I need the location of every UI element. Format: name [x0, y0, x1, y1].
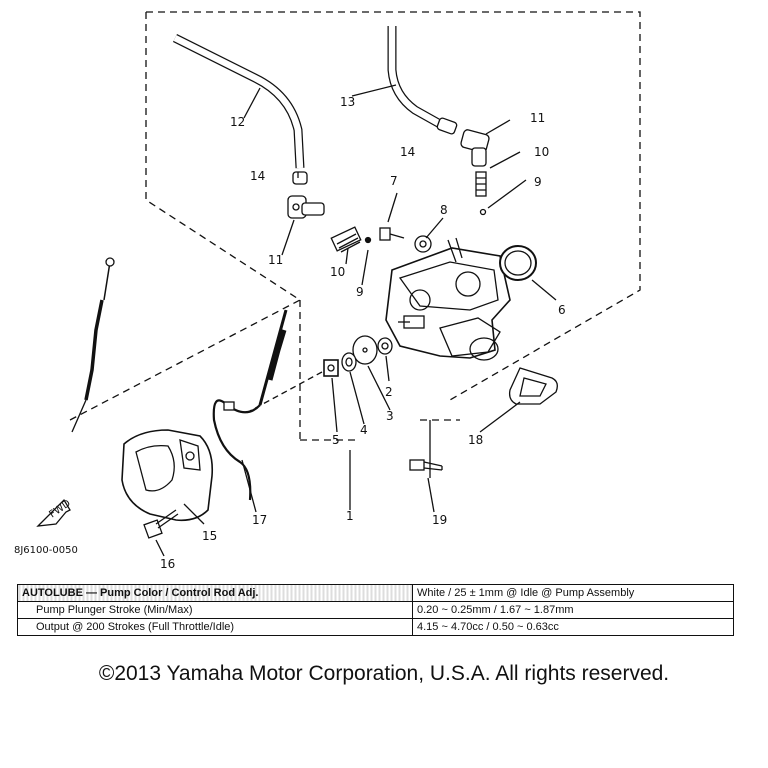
- spec-row: Pump Plunger Stroke (Min/Max) 0.20 ~ 0.2…: [17, 601, 734, 619]
- spec-value: 4.15 ~ 4.70cc / 0.50 ~ 0.63cc: [412, 618, 734, 636]
- callout-19: 19: [432, 513, 447, 527]
- assembly-boundary: [145, 11, 641, 440]
- washer-2: [377, 337, 393, 355]
- callout-2: 2: [385, 385, 393, 399]
- callout-17: 17: [252, 513, 267, 527]
- washer-4: [341, 352, 357, 372]
- elbow-fitting-left: [287, 195, 325, 219]
- fwd-arrow-icon: FWD: [36, 498, 73, 527]
- spec-value: 0.20 ~ 0.25mm / 1.67 ~ 1.87mm: [412, 601, 734, 619]
- callout-14-right: 14: [400, 145, 415, 159]
- hose-clip-right: [436, 117, 458, 135]
- callout-1: 1: [346, 509, 354, 523]
- pump-cover-15: [121, 429, 214, 522]
- callout-6: 6: [558, 303, 566, 317]
- callout-10-right: 10: [534, 145, 549, 159]
- spec-value: White / 25 ± 1mm @ Idle @ Pump Assembly: [412, 584, 734, 602]
- callout-10-left: 10: [330, 265, 345, 279]
- callout-4: 4: [360, 423, 368, 437]
- callout-14-left: 14: [250, 169, 265, 183]
- screw-7: [379, 227, 405, 241]
- callout-5: 5: [332, 433, 340, 447]
- ball-left: [364, 236, 372, 244]
- spec-row: Output @ 200 Strokes (Full Throttle/Idle…: [17, 618, 734, 636]
- spec-row: AUTOLUBE — Pump Color / Control Rod Adj.…: [17, 584, 734, 602]
- copyright-notice: ©2013 Yamaha Motor Corporation, U.S.A. A…: [98, 662, 670, 685]
- gasket-8: [414, 235, 432, 253]
- control-cable-17: [212, 309, 288, 501]
- oil-hose-12: [172, 33, 305, 169]
- spec-label: Output @ 200 Strokes (Full Throttle/Idle…: [17, 618, 413, 636]
- callout-3: 3: [386, 409, 394, 423]
- bolt-19: [409, 459, 443, 471]
- o-ring: [469, 337, 499, 361]
- oil-hose-13: [387, 26, 443, 128]
- callout-13: 13: [340, 95, 355, 109]
- callout-7: 7: [390, 174, 398, 188]
- hose-clip-left: [292, 171, 308, 185]
- exploded-parts-diagram: FWD 12 13 14 14 11 10 9 7 8 11 10 9 6 2 …: [14, 11, 641, 571]
- spec-label: AUTOLUBE — Pump Color / Control Rod Adj.: [17, 584, 413, 602]
- callout-8: 8: [440, 203, 448, 217]
- oil-pump-body: [385, 237, 511, 359]
- throttle-cable: [71, 257, 115, 433]
- ball-right: [479, 208, 487, 216]
- callout-18: 18: [468, 433, 483, 447]
- pump-gasket-18: [508, 367, 558, 405]
- callout-11-right: 11: [530, 111, 545, 125]
- callout-9-right: 9: [534, 175, 542, 189]
- nut-5: [323, 359, 339, 377]
- callout-16: 16: [160, 557, 175, 571]
- bleed-bolt-left: [330, 226, 362, 253]
- callout-11-left: 11: [268, 253, 283, 267]
- callout-12: 12: [230, 115, 245, 129]
- reference-code: 8J6100-0050: [14, 545, 78, 556]
- callout-15: 15: [202, 529, 217, 543]
- spec-label: Pump Plunger Stroke (Min/Max): [17, 601, 413, 619]
- bleed-bolt-right: [475, 171, 487, 197]
- callout-9-left: 9: [356, 285, 364, 299]
- spec-table: AUTOLUBE — Pump Color / Control Rod Adj.…: [17, 584, 734, 636]
- assembly-boundary-lower: [300, 419, 460, 441]
- elbow-fitting-right: [460, 129, 490, 167]
- screw-16: [143, 509, 179, 539]
- pump-cover-6: [499, 245, 537, 281]
- plate-3: [352, 335, 378, 365]
